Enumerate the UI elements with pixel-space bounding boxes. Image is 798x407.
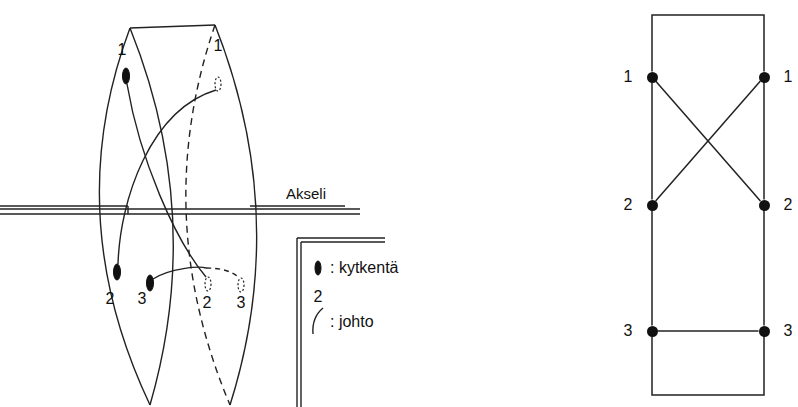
- legend-text: : johto: [330, 312, 374, 331]
- axle-line: [0, 205, 128, 206]
- junction-dot: [759, 200, 770, 211]
- terminal-number: 3: [624, 321, 633, 340]
- callout-number: 3: [138, 289, 147, 308]
- wire-line: [652, 337, 764, 396]
- contact-symbol: [238, 278, 244, 292]
- terminal-number: 1: [784, 67, 793, 86]
- wire-hidden: [206, 268, 239, 278]
- axle-line: [127, 206, 128, 214]
- contact-symbol: [123, 68, 130, 84]
- contact-symbol: [147, 275, 154, 291]
- contact-symbol: [215, 77, 221, 91]
- axle-line: [0, 208, 360, 209]
- front-disc: [130, 28, 173, 405]
- junction-node: 1: [624, 67, 658, 86]
- callout-number: 2: [314, 287, 323, 306]
- wire-line: [656, 81, 761, 201]
- wire: [153, 267, 206, 279]
- callout-number: 1: [214, 36, 223, 55]
- wire-line: [763, 211, 765, 326]
- callout-number: 2: [106, 289, 115, 308]
- terminal-number: 2: [624, 195, 633, 214]
- junction-node: 3: [759, 321, 793, 340]
- wire-line: [763, 83, 765, 200]
- contact-symbol: [205, 277, 211, 291]
- legend-text: : kytkentä: [330, 258, 398, 277]
- wire-line: [651, 83, 653, 200]
- wire: [127, 84, 206, 277]
- callout-number: 2: [203, 293, 212, 312]
- wire: [118, 90, 216, 264]
- back-disc-hidden: [186, 25, 230, 405]
- legend-frame: [297, 237, 385, 238]
- wire-line: [652, 15, 764, 72]
- junction-node: 3: [624, 321, 658, 340]
- legend-frame: [301, 241, 385, 242]
- axle-line: [250, 205, 345, 206]
- junction-node: 2: [759, 195, 793, 214]
- callout-number: 3: [237, 293, 246, 312]
- legend-frame: [296, 238, 297, 407]
- terminal-number: 1: [624, 67, 633, 86]
- contact-symbol: [315, 261, 321, 275]
- terminal-number: 3: [784, 321, 793, 340]
- junction-dot: [647, 200, 658, 211]
- contact-symbol: [114, 264, 121, 280]
- wire-line: [658, 330, 759, 332]
- wire-line: [651, 211, 653, 326]
- axle-label: Akseli: [286, 185, 326, 203]
- junction-dot: [759, 72, 770, 83]
- legend-frame: [300, 242, 301, 407]
- wire-line: [656, 81, 761, 201]
- junction-node: 1: [759, 67, 793, 86]
- back-disc: [215, 25, 257, 405]
- junction-dot: [647, 72, 658, 83]
- axle-line: [0, 213, 360, 214]
- junction-node: 2: [624, 195, 658, 214]
- junction-dot: [647, 326, 658, 337]
- junction-dot: [759, 326, 770, 337]
- terminal-number: 2: [784, 195, 793, 214]
- callout-number: 1: [118, 40, 127, 59]
- wire-symbol: [313, 308, 323, 334]
- disc-edge: [130, 25, 215, 28]
